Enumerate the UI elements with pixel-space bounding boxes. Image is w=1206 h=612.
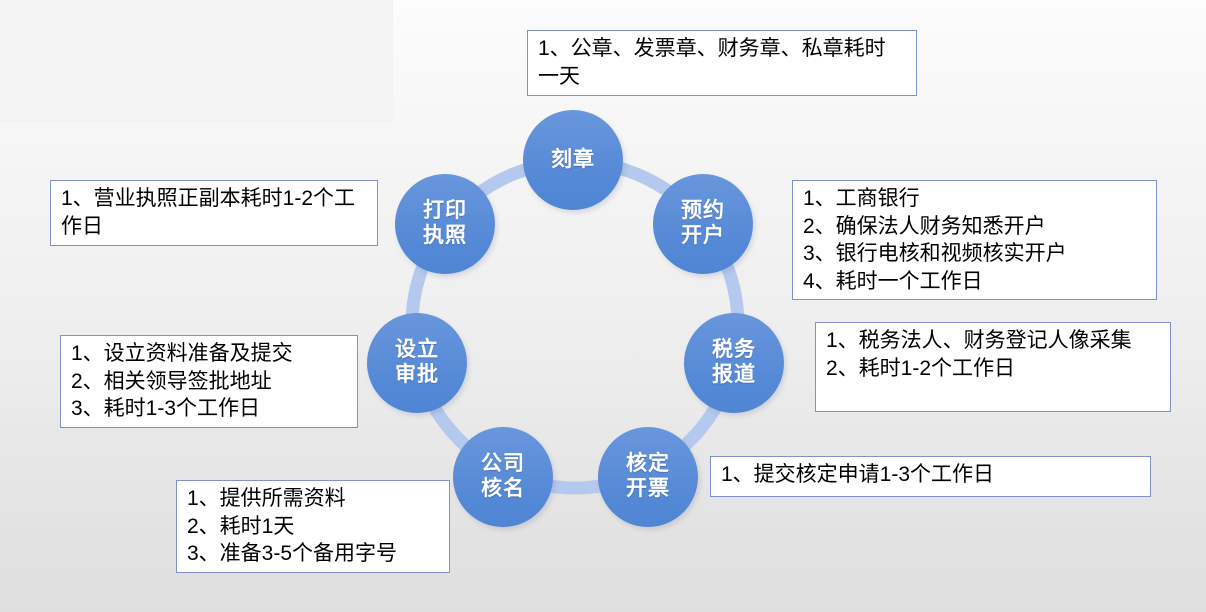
note-approval: 1、设立资料准备及提交 2、相关领导签批地址 3、耗时1-3个工作日 <box>60 335 358 428</box>
cycle-node-bank-appointment: 预约 开户 <box>653 174 753 274</box>
note-line: 1、工商银行 <box>803 187 920 210</box>
note-line: 1、提供所需资料 <box>187 487 346 510</box>
note-name-check: 1、提供所需资料 2、耗时1天 3、准备3-5个备用字号 <box>176 480 450 573</box>
node-label: 预约 开户 <box>681 199 725 249</box>
node-label-line: 审批 <box>395 363 439 386</box>
node-label-line: 开户 <box>681 224 725 247</box>
node-label-line: 刻章 <box>551 147 595 171</box>
node-label-line: 核定 <box>626 452 670 476</box>
note-line: 1、营业执照正副本耗时1-2个工作日 <box>61 187 356 238</box>
cycle-node-establishment-approval: 设立 审批 <box>367 313 467 413</box>
note-bank: 1、工商银行 2、确保法人财务知悉开户 3、银行电核和视频核实开户 4、耗时一个… <box>792 180 1157 300</box>
cycle-node-license-printing: 打印 执照 <box>395 174 495 274</box>
note-line: 2、相关领导签批地址 <box>71 369 272 393</box>
node-label-line: 执照 <box>423 224 467 247</box>
note-license: 1、营业执照正副本耗时1-2个工作日 <box>50 180 378 246</box>
note-line: 2、耗时1-2个工作日 <box>826 356 1016 380</box>
node-label: 税务 报道 <box>712 338 756 388</box>
node-label-line: 打印 <box>423 199 467 223</box>
node-label: 刻章 <box>551 148 595 173</box>
node-label-line: 报道 <box>712 363 756 386</box>
note-seal: 1、公章、发票章、财务章、私章耗时一天 <box>527 30 917 96</box>
node-label: 打印 执照 <box>423 199 467 249</box>
note-line: 1、税务法人、财务登记人像采集 <box>826 329 1132 352</box>
note-line: 1、提交核定申请1-3个工作日 <box>721 463 995 486</box>
node-label-line: 开票 <box>626 477 670 500</box>
cycle-node-tax-registration: 税务 报道 <box>684 313 784 413</box>
note-tax: 1、税务法人、财务登记人像采集 2、耗时1-2个工作日 <box>815 322 1171 412</box>
node-label: 核定 开票 <box>626 452 670 502</box>
note-invoice: 1、提交核定申请1-3个工作日 <box>710 456 1151 497</box>
node-label-line: 预约 <box>681 199 725 223</box>
top-left-gray-panel <box>0 0 393 122</box>
note-line: 3、耗时1-3个工作日 <box>71 397 261 420</box>
cycle-node-invoice-approval: 核定 开票 <box>598 427 698 527</box>
node-label-line: 设立 <box>395 338 439 362</box>
cycle-node-seal-engraving: 刻章 <box>523 110 623 210</box>
note-line: 1、设立资料准备及提交 <box>71 342 293 365</box>
node-label-line: 税务 <box>712 338 756 362</box>
note-line: 2、确保法人财务知悉开户 <box>803 214 1046 238</box>
note-line: 1、公章、发票章、财务章、私章耗时一天 <box>538 37 886 88</box>
cycle-node-company-name-check: 公司 核名 <box>453 427 553 527</box>
node-label-line: 核名 <box>481 477 525 500</box>
node-label-line: 公司 <box>481 452 525 476</box>
node-label: 设立 审批 <box>395 338 439 388</box>
note-line: 3、准备3-5个备用字号 <box>187 542 398 565</box>
note-line: 4、耗时一个工作日 <box>803 269 983 293</box>
note-line: 3、银行电核和视频核实开户 <box>803 242 1067 265</box>
note-line: 2、耗时1天 <box>187 514 295 538</box>
node-label: 公司 核名 <box>481 452 525 502</box>
